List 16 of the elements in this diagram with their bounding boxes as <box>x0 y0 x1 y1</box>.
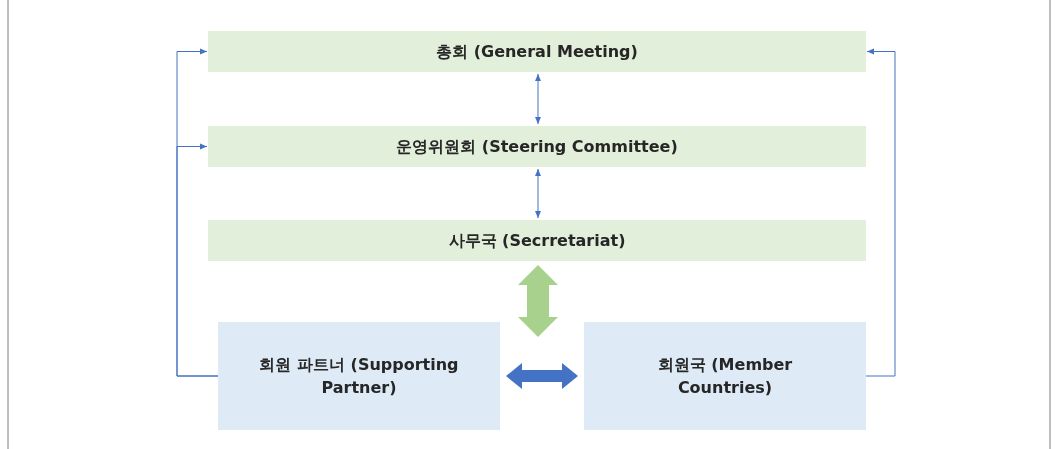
connector-arrow <box>176 143 219 377</box>
connector-arrow <box>535 73 541 125</box>
org-box <box>584 322 866 430</box>
org-box <box>208 220 866 261</box>
org-box <box>218 322 500 430</box>
org-box <box>208 126 866 167</box>
connector-arrow <box>865 48 896 377</box>
double-arrow <box>506 363 578 389</box>
box-label: 사무국 (Secrretariat) <box>448 229 626 252</box>
double-arrow <box>518 265 558 337</box>
connector-arrow <box>535 168 541 219</box>
box-label: 회원국 (Member Countries) <box>656 353 794 399</box>
box-label: 총회 (General Meeting) <box>436 40 638 63</box>
box-label: 운영위원회 (Steering Committee) <box>396 135 678 158</box>
box-label: 회원 파트너 (Supporting Partner) <box>259 353 459 399</box>
org-box <box>208 31 866 72</box>
